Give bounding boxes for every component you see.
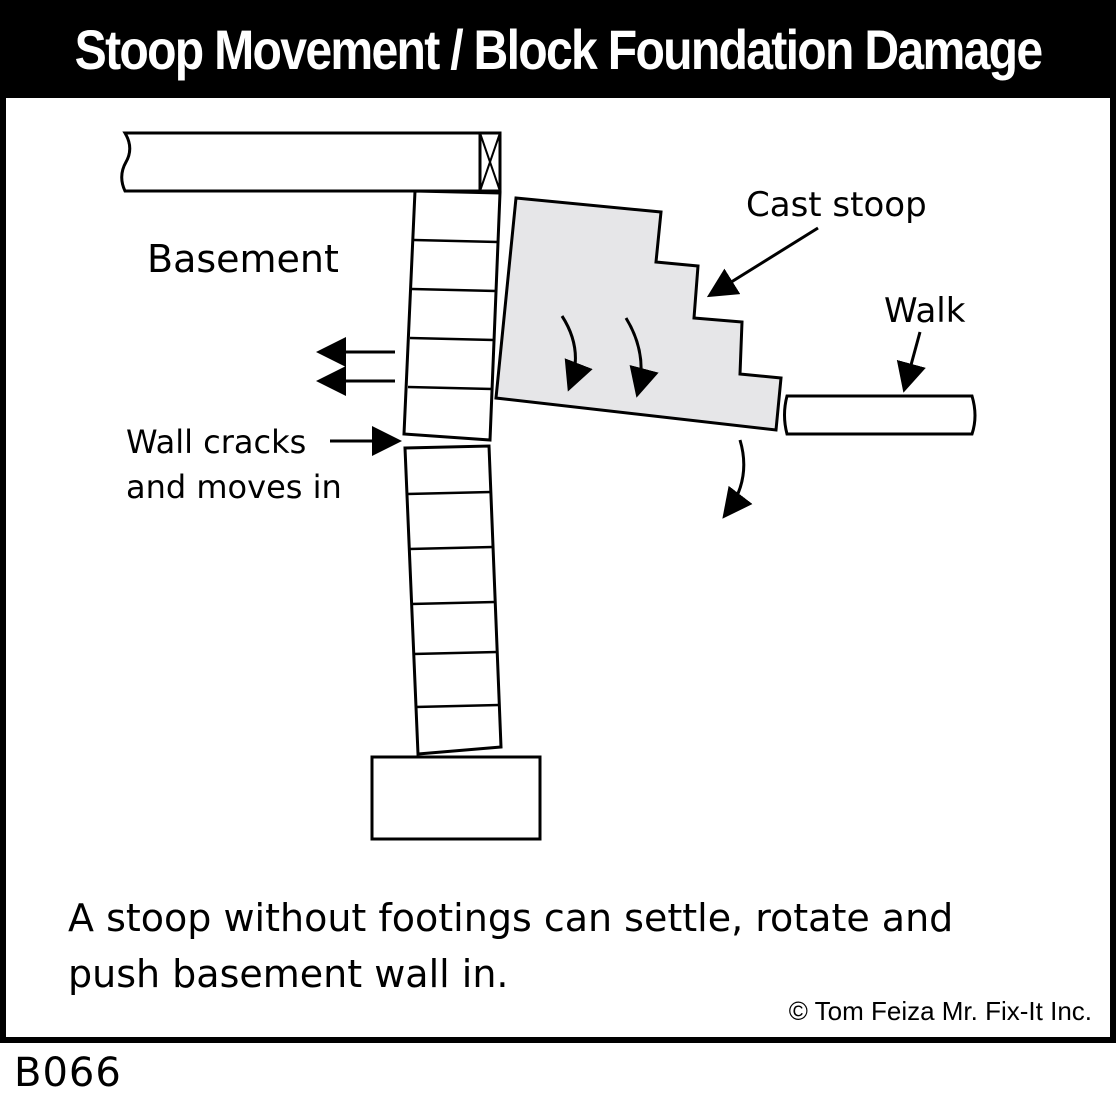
settle-arrow-icon — [722, 439, 753, 519]
wall-cracks-label-line1: Wall cracks — [126, 423, 306, 461]
title-bar: Stoop Movement / Block Foundation Damage — [0, 0, 1116, 98]
walk-label: Walk — [884, 291, 966, 331]
walk-pointer-arrow-icon — [896, 331, 926, 393]
caption-line1: A stoop without footings can settle, rot… — [68, 896, 954, 940]
wall-cracks-label-line2: and moves in — [126, 468, 342, 506]
rotation-arrow-icon — [624, 317, 659, 398]
caption: A stoop without footings can settle, rot… — [68, 890, 1068, 1002]
stoop-pointer-arrow-icon — [706, 226, 819, 298]
lower-block-wall — [403, 444, 503, 756]
basement-label: Basement — [147, 237, 339, 281]
illustration-code: B066 — [14, 1050, 122, 1096]
wall-footing — [370, 755, 542, 841]
rotation-arrow-icon — [560, 315, 593, 392]
walk-slab — [783, 394, 977, 436]
floor-joist — [120, 131, 502, 193]
cast-stoop-label: Cast stoop — [746, 185, 927, 225]
cast-stoop — [494, 196, 783, 432]
caption-line2: push basement wall in. — [68, 952, 509, 996]
copyright-credit: © Tom Feiza Mr. Fix-It Inc. — [788, 996, 1092, 1026]
page-title: Stoop Movement / Block Foundation Damage — [74, 17, 1043, 81]
upper-block-wall — [402, 189, 502, 442]
